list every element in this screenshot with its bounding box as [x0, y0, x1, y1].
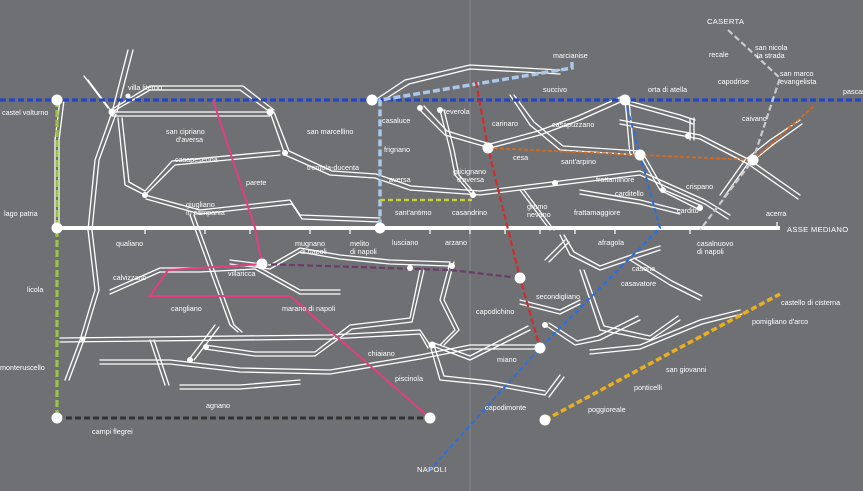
label-chiaiano: chiaiano [368, 349, 395, 358]
label-capodichino: capodichino [476, 307, 514, 316]
station-poggioreale[interactable] [539, 414, 551, 426]
silver-line [699, 29, 782, 231]
label-santarpino: sant'arpino [561, 157, 596, 166]
label-agnano: agnano [206, 401, 230, 410]
label-cesa: cesa [513, 153, 528, 162]
label-carinaro: carinaro [492, 119, 518, 128]
label-ponticelli: ponticelli [634, 383, 662, 392]
label-qualiano: qualiano [116, 239, 143, 248]
station-caivano[interactable] [747, 154, 759, 166]
label-acerra: acerra [766, 209, 786, 218]
orange-line [487, 104, 816, 161]
label-poggioreale: poggioreale [588, 405, 626, 414]
label-santantimo: sant'antimo [395, 208, 432, 217]
station-villaricca[interactable] [256, 258, 268, 270]
label-calvizzano: calvizzano [113, 273, 147, 282]
label-recale: recale [709, 50, 729, 59]
label-monteruscello: monteruscello [0, 363, 45, 372]
label-villaricca: villaricca [228, 269, 256, 278]
label-afragola: afragola [598, 238, 624, 247]
label-capodimonte: capodimonte [485, 403, 526, 412]
station-lago-patria[interactable] [51, 222, 63, 234]
stations [51, 93, 759, 426]
label-licola: licola [27, 285, 43, 294]
pink-line [148, 99, 431, 419]
station-monteruscello[interactable] [51, 412, 63, 424]
label-san-marcellino: san marcellino [307, 127, 353, 136]
label-caivano: caivano [742, 114, 767, 123]
label-caserta: CASERTA [707, 17, 745, 26]
label-villa-literno: villa literno [128, 83, 162, 92]
label-cangliano: cangliano [171, 304, 202, 313]
label-succivo: succivo [543, 85, 567, 94]
label-lusciano: lusciano [392, 238, 418, 247]
label-aversa: aversa [389, 175, 411, 184]
label-miano: miano [497, 355, 517, 364]
station-frattaminore[interactable] [634, 149, 646, 161]
station-capodimonte[interactable] [424, 412, 436, 424]
purple-line [261, 262, 521, 280]
station-miano[interactable] [534, 342, 546, 354]
label-piscinola: piscinola [395, 374, 423, 383]
label-crispano: crispano [686, 182, 713, 191]
label-campi-flegrei: campi flegrei [92, 427, 133, 436]
label-castel-volturno: castel volturno [2, 108, 48, 117]
label-teverola: teverola [444, 107, 470, 116]
label-pascarola: pascarola [843, 87, 863, 96]
label-trentola: trentola-ducenta [307, 163, 359, 172]
station-cesa[interactable] [482, 142, 494, 154]
label-casavatore: casavatore [621, 279, 656, 288]
label-san-giovanni: san giovanni [666, 365, 707, 374]
label-casapuzzano: casapuzzano [552, 120, 594, 129]
label-casaluce: casaluce [382, 116, 410, 125]
station-lusciano[interactable] [374, 222, 386, 234]
red-line [474, 81, 542, 349]
label-lago-patria: lago patria [4, 209, 38, 218]
station-castel-volturno[interactable] [51, 94, 63, 106]
label-carditello: carditello [615, 189, 644, 198]
label-orta-di-atella: orta di atella [648, 85, 687, 94]
label-napoli: NAPOLI [417, 465, 447, 474]
label-cardito: cardito [677, 206, 699, 215]
place-labels: CASERTA NAPOLI ASSE MEDIANO villa litern… [0, 17, 863, 474]
mid-blue-line [429, 99, 662, 471]
asse-mediano-ticks [144, 222, 778, 234]
station-casaluce[interactable] [366, 94, 378, 106]
label-frattamaggiore: frattamaggiore [574, 208, 620, 217]
label-parete: parete [246, 178, 266, 187]
label-frignano: frignano [384, 145, 410, 154]
label-frattaminore: frattaminore [596, 175, 634, 184]
label-casoria: casoria [632, 264, 655, 273]
label-castello-cisterna: castello di cisterna [781, 298, 840, 307]
label-marcianise: marcianise [553, 51, 588, 60]
label-asse-mediano: ASSE MEDIANO [787, 225, 848, 234]
station-secondigliano[interactable] [514, 272, 526, 284]
label-pomigliano: pomigliano d'arco [752, 317, 808, 326]
label-capodrise: capodrise [718, 77, 749, 86]
label-casandrino: casandrino [452, 208, 487, 217]
label-secondigliano: secondigliano [536, 292, 580, 301]
label-arzano: arzano [445, 238, 467, 247]
station-orta-di-atella[interactable] [619, 94, 631, 106]
label-casapesenna: casapesenna [175, 155, 218, 164]
label-marano: marano di napoli [282, 304, 336, 313]
